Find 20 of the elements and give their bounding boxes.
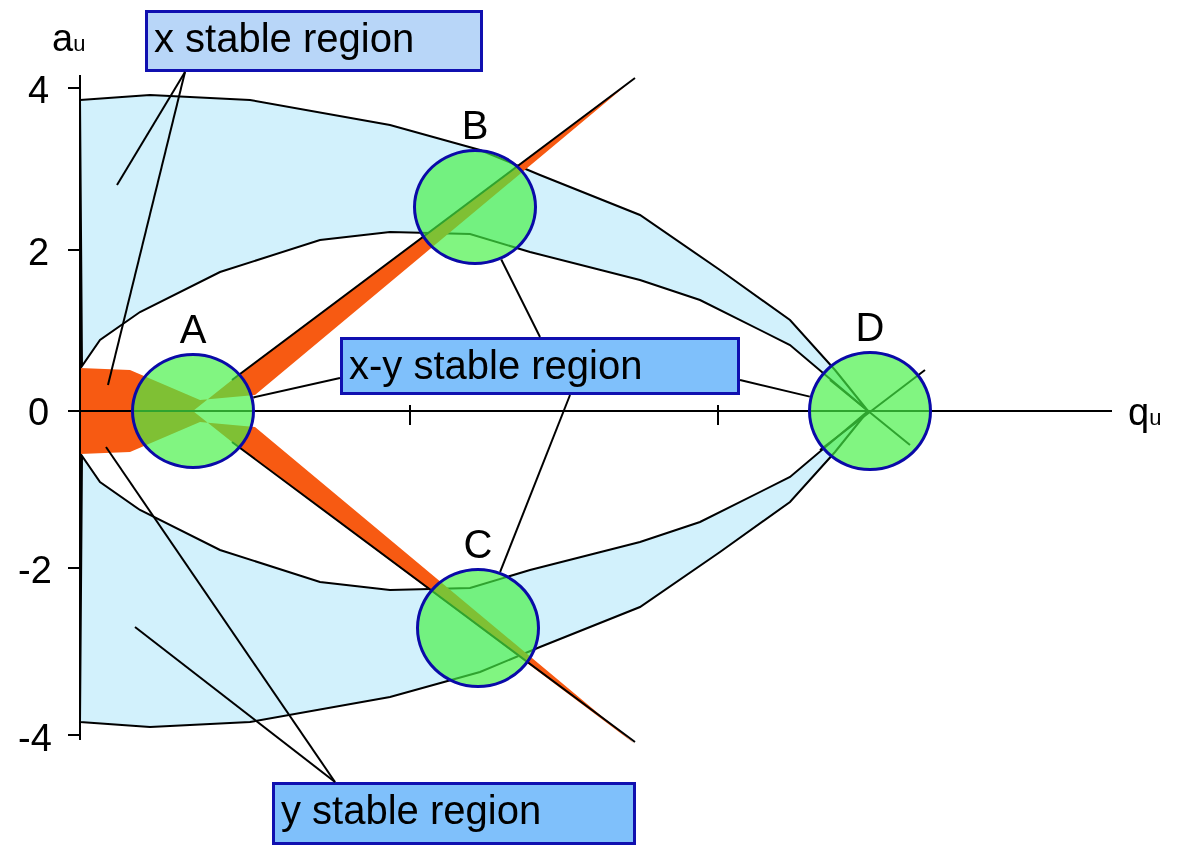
tick-label: 4 bbox=[28, 70, 50, 110]
point-label: A bbox=[179, 309, 207, 349]
point-label: C bbox=[463, 524, 493, 564]
tick-label: 0 bbox=[28, 392, 50, 432]
leader-line bbox=[739, 379, 811, 398]
leader-line bbox=[499, 394, 571, 573]
leader-line bbox=[105, 446, 336, 783]
tick-label: 2 bbox=[28, 232, 50, 272]
point-label: D bbox=[855, 307, 885, 347]
callout-label: x stable region bbox=[145, 10, 483, 72]
leader-line bbox=[107, 71, 186, 386]
leader-line bbox=[116, 71, 186, 186]
callout-label: y stable region bbox=[272, 782, 636, 845]
tick-label: -2 bbox=[18, 550, 52, 590]
leader-line bbox=[252, 377, 341, 399]
tick-label: -4 bbox=[18, 718, 52, 758]
point-label: B bbox=[461, 105, 489, 145]
leader-line bbox=[500, 258, 541, 338]
leader-line bbox=[134, 626, 336, 783]
callout-label: x-y stable region bbox=[340, 337, 740, 395]
